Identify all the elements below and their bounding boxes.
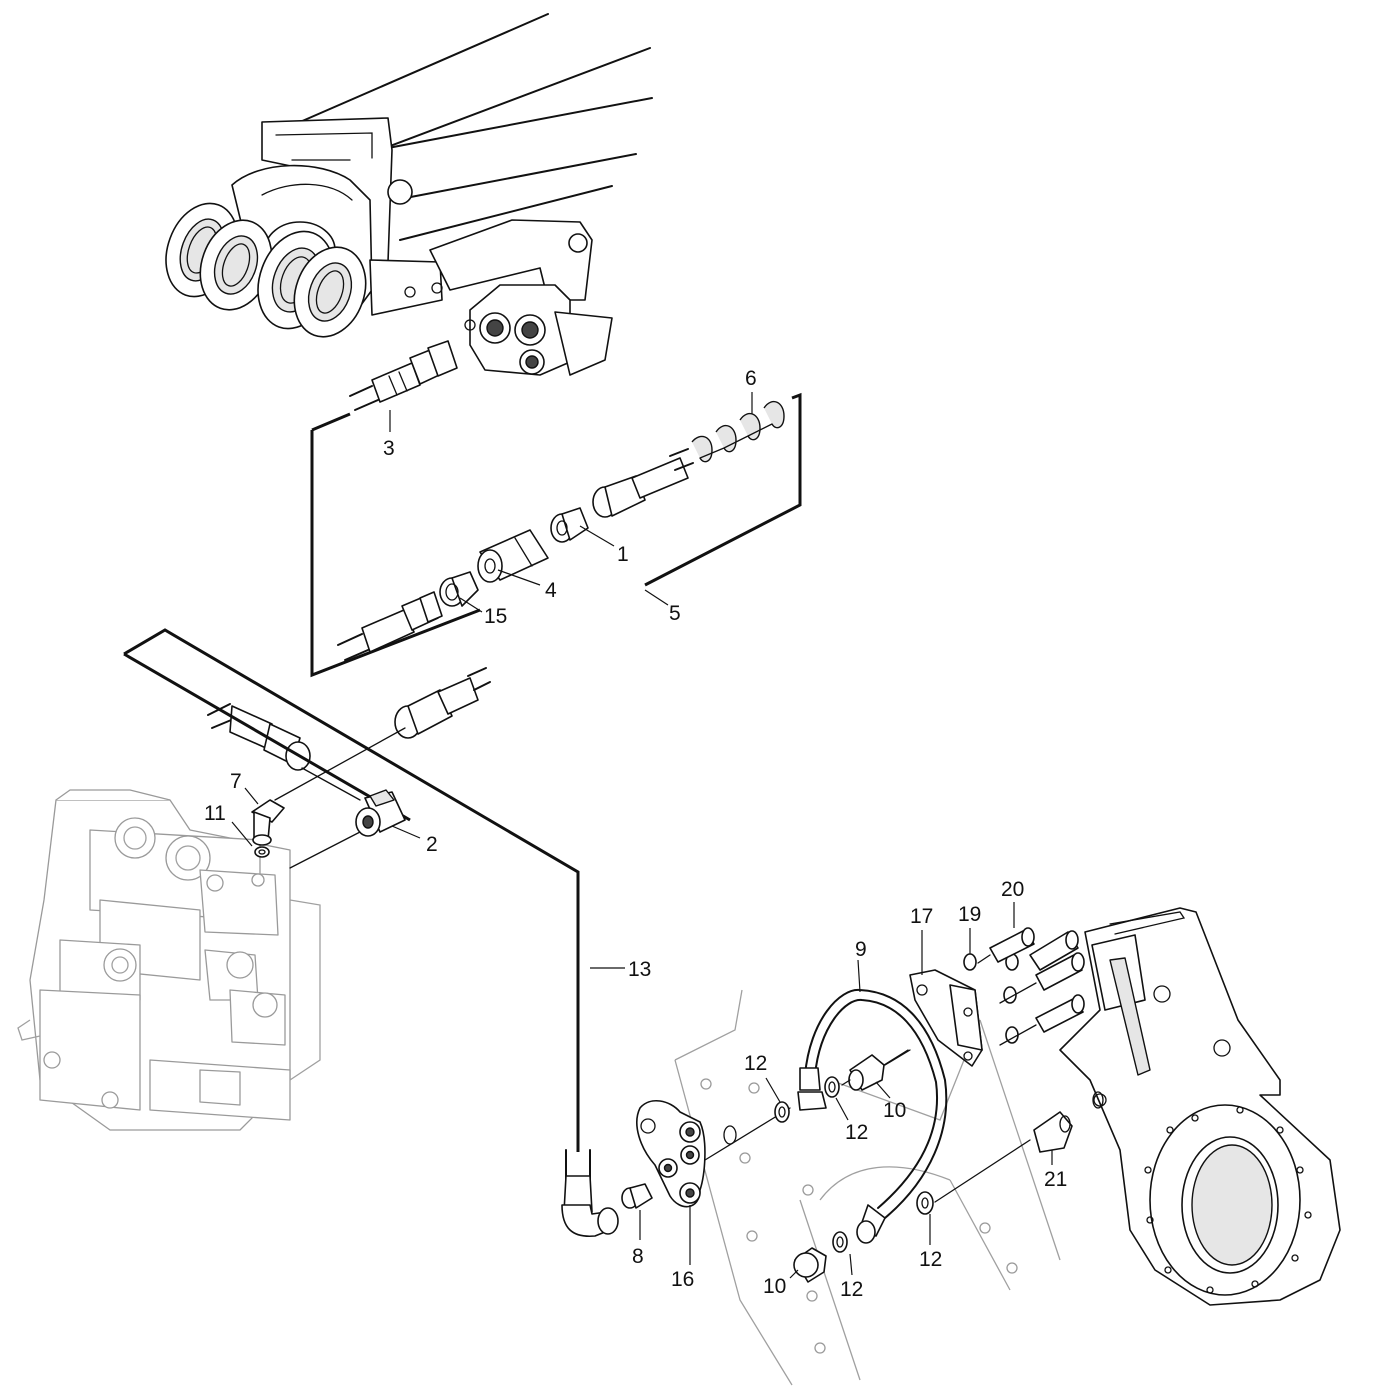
callout-12-d: 12 [919, 1248, 942, 1271]
callout-9: 9 [855, 938, 867, 961]
callout-12-c: 12 [840, 1278, 863, 1301]
control-valve-block [17, 789, 321, 1131]
hydraulic-hose-13 [123, 628, 619, 1237]
callout-10-upper: 10 [883, 1099, 906, 1122]
callout-10-lower: 10 [763, 1275, 786, 1298]
assembly-lines [274, 727, 406, 869]
callout-6: 6 [745, 367, 757, 390]
callout-15: 15 [484, 605, 507, 628]
callout-17: 17 [910, 905, 933, 928]
bolts-20 [977, 927, 1085, 1046]
hydraulic-hose-9 [797, 988, 948, 1244]
elbow-fitting-7 [251, 799, 285, 846]
machine-frame [674, 989, 1061, 1386]
callout-4: 4 [545, 579, 557, 602]
flange-plate-16 [636, 1100, 706, 1208]
callout-leaders [231, 392, 1053, 1279]
callout-12-a: 12 [744, 1052, 767, 1075]
adapter-15 [439, 571, 479, 607]
hose-end-mid-right [394, 667, 491, 739]
slewing-bracket [1059, 907, 1341, 1306]
callout-16: 16 [671, 1268, 694, 1291]
nut-21 [1033, 1091, 1104, 1153]
assembly-lines-right [841, 1049, 1031, 1203]
callout-20: 20 [1001, 878, 1024, 901]
hose-end-lower [337, 591, 443, 661]
callout-1: 1 [617, 543, 629, 566]
callout-21: 21 [1044, 1168, 1067, 1191]
fitting-2 [355, 789, 406, 837]
check-valve-4 [477, 529, 549, 583]
callout-7: 7 [230, 770, 242, 793]
boom-arm-assembly [165, 13, 653, 376]
hose-assembly-bracket-5 [310, 392, 802, 678]
callout-5: 5 [669, 602, 681, 625]
fitting-10-upper [848, 1049, 909, 1091]
seal-washers-12 [774, 1076, 934, 1253]
callout-labels: 1 2 3 4 5 6 7 8 9 10 10 11 12 12 12 12 1… [204, 367, 1067, 1301]
hose-end-upper [592, 448, 694, 518]
seal-ring-11 [254, 846, 270, 858]
spiral-guard-6 [691, 400, 785, 463]
callout-11: 11 [204, 802, 226, 825]
callout-8: 8 [632, 1245, 644, 1268]
callout-13: 13 [628, 958, 651, 981]
hose-end-mid [207, 703, 311, 771]
callout-19: 19 [958, 903, 981, 926]
callout-2: 2 [426, 833, 438, 856]
callout-12-b: 12 [845, 1121, 868, 1144]
mounting-bracket-17 [909, 969, 983, 1067]
hose-fitting-3 [349, 340, 458, 411]
callout-3: 3 [383, 437, 395, 460]
adapter-8 [621, 1183, 653, 1209]
adapter-1 [550, 507, 589, 543]
fitting-10-lower [793, 1247, 827, 1283]
